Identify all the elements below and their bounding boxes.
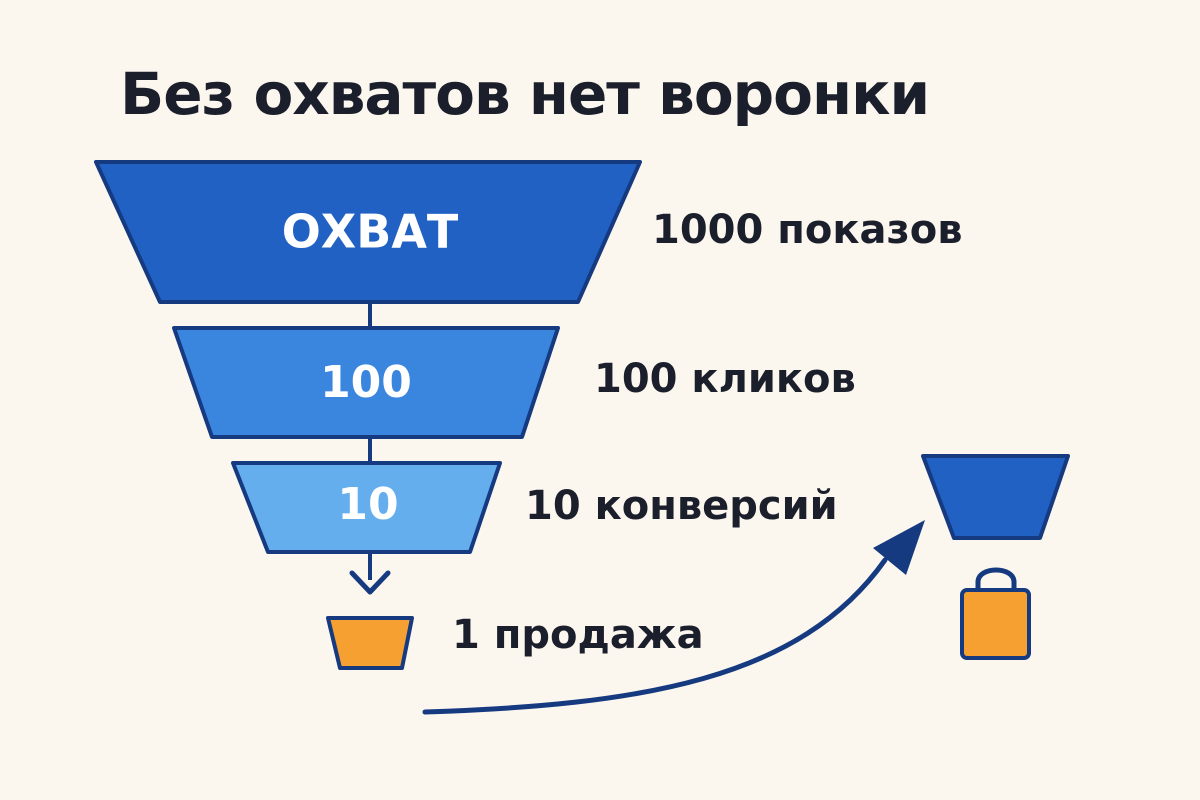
funnel-stage-clicks-description: 100 кликов <box>594 356 856 402</box>
funnel-stage-clicks-label: 100 <box>320 357 412 408</box>
funnel-stage-clicks <box>172 326 560 439</box>
funnel-stage-conversions-description: 10 конверсий <box>525 483 838 529</box>
funnel-stage-conversions-label: 10 <box>337 479 398 530</box>
curved-arrow-icon <box>422 557 888 715</box>
funnel-stage-reach <box>94 160 642 304</box>
funnel-stage-reach-description: 1000 показов <box>652 207 963 253</box>
funnel-stage-sale <box>326 616 414 670</box>
curved-arrow-head-icon <box>873 520 925 575</box>
small-funnel-icon <box>921 454 1070 540</box>
down-arrow-icon <box>349 570 391 595</box>
funnel-stage-sale-description: 1 продажа <box>452 612 704 658</box>
shopping-bag-icon <box>960 567 1031 660</box>
funnel-stage-conversions <box>231 461 502 554</box>
page-title: Без охватов нет воронки <box>120 60 930 128</box>
funnel-stage-reach-label: ОХВАТ <box>282 205 459 259</box>
